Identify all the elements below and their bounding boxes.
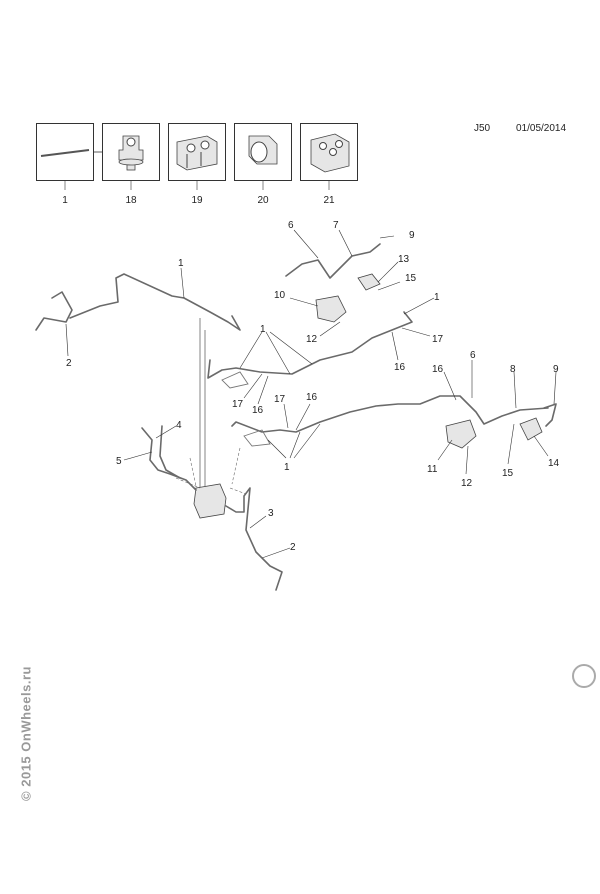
brake-hose-9-right[interactable]: [543, 403, 557, 427]
callout-2: 2: [66, 358, 72, 369]
callout-17-lower: 17: [232, 399, 244, 410]
legend-number-19: 19: [191, 195, 203, 206]
callout-12-right: 12: [461, 478, 473, 489]
brake-pipe-front-left-5[interactable]: [159, 425, 181, 479]
bracket-13[interactable]: [357, 273, 381, 291]
rear-caliper-left-10[interactable]: [315, 295, 347, 323]
callout-16-lower: 16: [252, 405, 264, 416]
brake-pipe-front-left-4[interactable]: [141, 427, 197, 491]
callout-17: 17: [432, 334, 444, 345]
brake-pipe-main[interactable]: [69, 273, 241, 331]
bracket-14[interactable]: [519, 417, 543, 441]
callout-8: 8: [510, 364, 516, 375]
diagram-date: 01/05/2014: [516, 123, 567, 134]
brake-hose-upper[interactable]: [285, 243, 381, 279]
diagram-code: J50: [474, 123, 491, 134]
leader-lines: [65, 229, 557, 559]
callout-1: 1: [178, 258, 184, 269]
callout-11: 11: [427, 464, 438, 475]
legend-box-pipe[interactable]: [36, 123, 94, 181]
legend-number-18: 18: [125, 195, 137, 206]
callout-1-lower: 1: [284, 462, 290, 473]
legend-number-1: 1: [62, 195, 68, 206]
brake-pipe-rear-loop-b[interactable]: [243, 429, 271, 447]
brake-pipe-front-right[interactable]: [225, 487, 283, 591]
brake-pipe-icon: [40, 149, 90, 157]
legend-number-20: 20: [257, 195, 269, 206]
rear-caliper-right-11[interactable]: [445, 419, 477, 449]
callout-1-middle: 1: [260, 324, 266, 335]
callout-4: 4: [176, 420, 182, 431]
abs-modulator[interactable]: [193, 483, 227, 519]
callout-14: 14: [548, 458, 560, 469]
brake-pipe-rear-lower[interactable]: [231, 395, 549, 433]
callout-1-right: 1: [434, 292, 440, 303]
callout-15: 15: [405, 273, 417, 284]
legend-box-hose-clip[interactable]: [234, 123, 292, 181]
callout-10: 10: [274, 290, 286, 301]
callout-3: 3: [268, 508, 274, 519]
legend-number-21: 21: [323, 195, 335, 206]
triple-pipe-clip-icon: [310, 133, 350, 173]
callout-5: 5: [116, 456, 122, 467]
callout-9: 9: [409, 230, 415, 241]
legend-box-double-clip[interactable]: [168, 123, 226, 181]
hose-clip-icon: [248, 135, 278, 165]
callout-2-lower: 2: [290, 542, 296, 553]
watermark-logo: [572, 664, 596, 688]
callout-9-right: 9: [553, 364, 559, 375]
callout-16: 16: [394, 362, 406, 373]
callout-6-right: 6: [470, 350, 476, 361]
watermark-text: © 2015 OnWheels.ru: [18, 666, 34, 801]
brake-pipe-left-front[interactable]: [35, 291, 73, 331]
brake-pipe-diagram: 1 2 6 7 9 13 15 10 12 1 17 16 1 17 16 17…: [35, 220, 560, 591]
callout-15-right: 15: [502, 468, 514, 479]
brake-pipe-rear-middle[interactable]: [207, 311, 413, 379]
callout-17-mid: 17: [274, 394, 286, 405]
callout-16-mid: 16: [306, 392, 318, 403]
callout-12: 12: [306, 334, 318, 345]
pipe-clip-icon: [118, 135, 144, 171]
brake-pipe-rear-loop-a[interactable]: [221, 371, 249, 389]
double-pipe-clip-icon: [176, 135, 218, 171]
legend-box-triple-clip[interactable]: [300, 123, 358, 181]
legend-box-clip[interactable]: [102, 123, 160, 181]
callout-13: 13: [398, 254, 410, 265]
callout-6: 6: [288, 220, 294, 231]
callout-7: 7: [333, 220, 339, 231]
callout-16-right: 16: [432, 364, 444, 375]
